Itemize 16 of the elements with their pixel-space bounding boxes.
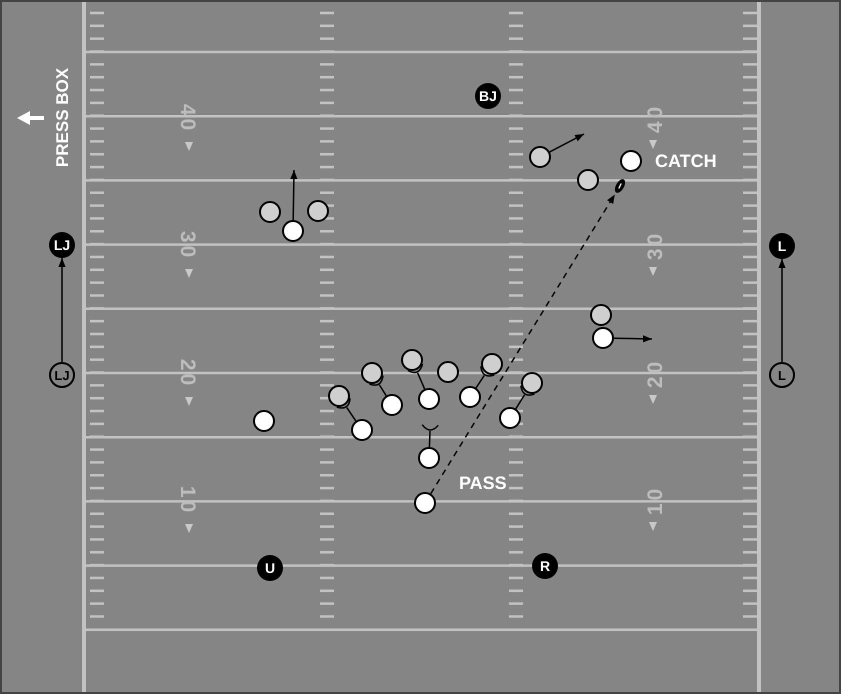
arrow <box>614 335 652 342</box>
football <box>614 178 626 194</box>
edge-label: PASS <box>459 474 507 492</box>
caption-text: CATCH <box>655 152 717 170</box>
arrow <box>778 259 786 362</box>
block-line <box>368 374 387 396</box>
block-line <box>407 363 426 390</box>
arrow <box>549 133 584 153</box>
pass-arrow <box>430 194 616 494</box>
arrow <box>290 170 298 220</box>
block-line <box>336 397 356 422</box>
block-line <box>475 365 495 388</box>
sideline-label: PRESS BOX <box>54 67 71 167</box>
block-line <box>515 384 536 410</box>
block-line <box>421 424 439 448</box>
arrow <box>58 258 66 362</box>
